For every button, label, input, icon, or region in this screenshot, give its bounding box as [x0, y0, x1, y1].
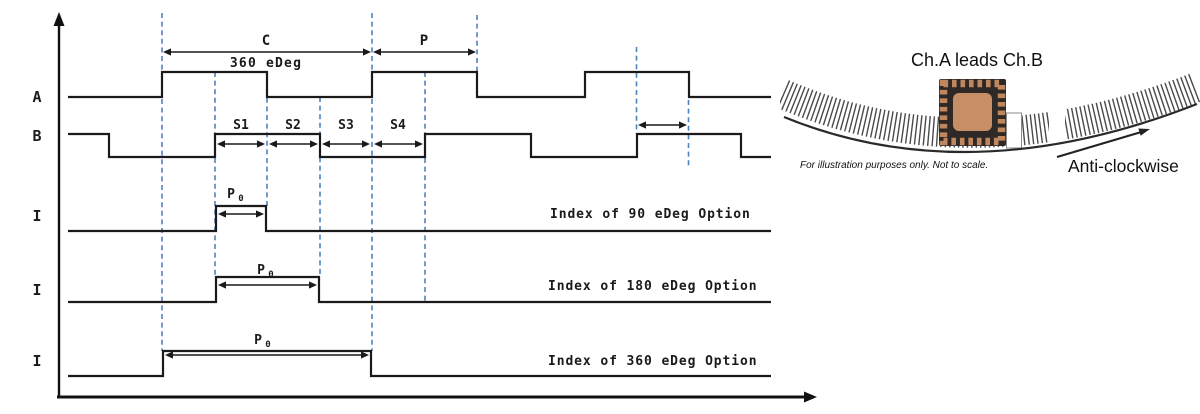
p0-subscript: 0 — [238, 194, 243, 204]
p0-360-label: P 0 — [254, 333, 271, 350]
encoder-scale-notch — [1006, 112, 1022, 149]
s4-span-arrow — [374, 140, 423, 148]
illustration-note: For illustration purposes only. Not to s… — [800, 160, 988, 171]
c-span-label: C — [262, 33, 270, 49]
signal-a-waveform — [68, 70, 771, 99]
guide-lines — [161, 13, 690, 351]
deg-360-label: 360 eDeg — [230, 56, 302, 71]
p0-subscript: 0 — [268, 270, 273, 280]
c-span-arrow — [163, 48, 371, 56]
waveforms — [68, 70, 771, 378]
p-span-arrow — [373, 48, 476, 56]
b-pulse-width-arrow — [638, 121, 687, 129]
index-180-caption: Index of 180 eDeg Option — [548, 279, 757, 294]
s1-span-arrow — [217, 140, 265, 148]
p0-180-label: P 0 — [257, 263, 274, 280]
signal-b-waveform — [68, 132, 771, 159]
s4-label: S4 — [390, 118, 406, 133]
p0-90-label: P 0 — [227, 187, 244, 204]
illustration-title: Ch.A leads Ch.B — [911, 50, 1043, 70]
p0-main: P — [227, 187, 235, 202]
signal-label-i360: I — [32, 352, 41, 370]
p0-subscript: 0 — [265, 340, 270, 350]
encoder-scale-gap — [1049, 101, 1065, 143]
signal-label-b: B — [32, 127, 41, 145]
p0-360-arrow — [165, 351, 369, 359]
y-axis-arrow-icon — [53, 12, 65, 26]
motion-curve — [783, 102, 1198, 154]
index-180-waveform — [68, 275, 771, 304]
s3-label: S3 — [338, 118, 354, 133]
measure-arrows — [163, 48, 687, 359]
s2-label: S2 — [285, 118, 301, 133]
index-360-caption: Index of 360 eDeg Option — [548, 354, 757, 369]
signal-label-i90: I — [32, 207, 41, 225]
diagram-labels: A B I I I C P 360 eDeg S1 S2 S3 S4 P 0 P… — [32, 33, 757, 370]
signal-label-i180: I — [32, 281, 41, 299]
direction-label: Anti-clockwise — [1068, 156, 1179, 176]
x-axis-arrow-icon — [804, 391, 817, 403]
s3-span-arrow — [322, 140, 370, 148]
index-360-waveform — [68, 349, 771, 378]
chip-package — [939, 79, 1006, 146]
timing-diagram: A B I I I C P 360 eDeg S1 S2 S3 S4 P 0 P… — [32, 12, 817, 403]
p0-180-arrow — [218, 281, 317, 289]
chip-center-pad — [953, 93, 992, 131]
p0-main: P — [257, 263, 265, 278]
anti-clockwise-arrow-icon — [1056, 128, 1150, 159]
chip-illustration: Ch.A leads Ch.B For illustration purpose… — [780, 50, 1200, 176]
s2-span-arrow — [269, 140, 318, 148]
index-90-caption: Index of 90 eDeg Option — [550, 207, 751, 222]
signal-label-a: A — [32, 88, 41, 106]
p0-90-arrow — [218, 210, 264, 218]
p-span-label: P — [420, 33, 428, 49]
index-90-waveform — [68, 204, 771, 233]
axes — [53, 12, 817, 403]
p0-main: P — [254, 333, 262, 348]
s1-label: S1 — [233, 118, 249, 133]
chip-pads — [939, 79, 1006, 146]
